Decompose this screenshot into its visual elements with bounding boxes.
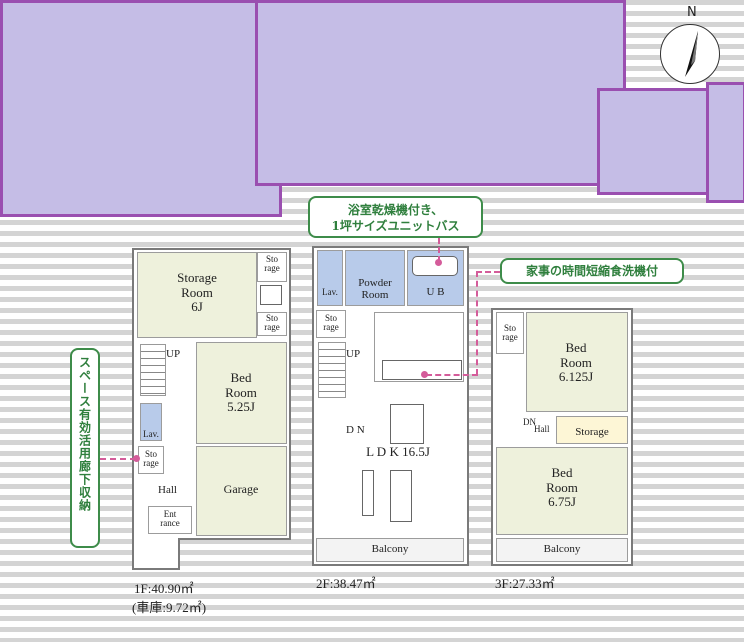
- callout-bath-leader: [438, 238, 440, 262]
- compass-letter: N: [687, 5, 697, 20]
- callout-bath: 浴室乾燥機付き、 1坪サイズユニットバス: [308, 196, 483, 238]
- floor3-balcony: [496, 538, 628, 562]
- callout-storage-dot: [133, 455, 140, 462]
- floor3-bed-room-2-label: Bed Room 6.75J: [546, 465, 578, 510]
- floor1-lav: [140, 403, 162, 441]
- floor1-entrance: [148, 506, 192, 534]
- floor2-area: 2F:38.47㎡: [316, 576, 376, 591]
- floor1-bed-room-label: Bed Room 5.25J: [225, 370, 257, 415]
- floor3-bed-room-1-label: Bed Room 6.125J: [558, 340, 594, 385]
- callout-dishwasher-leader-bottom: [426, 374, 478, 376]
- floor1-storage-under-label: Sto rage: [143, 449, 159, 468]
- floor1-storage-top: [257, 252, 287, 282]
- floor1-entrance-step: [132, 538, 180, 570]
- sofa: [390, 470, 412, 522]
- floor2-stairs: [318, 342, 346, 398]
- tv-stand: [362, 470, 374, 516]
- floor1-entrance-label: Ent rance: [160, 509, 180, 528]
- floor2-lav: [317, 250, 343, 306]
- floor1-storage-room-label: Storage Room 6J: [177, 270, 217, 315]
- floor3-storage-top-label: Sto rage: [502, 323, 518, 342]
- floor1-bed-room: [196, 342, 287, 444]
- dining-table: [390, 404, 424, 444]
- floor2-ub-label: U B: [426, 286, 445, 298]
- site-block-center: [255, 0, 626, 186]
- floor3-hall-label: Hall: [534, 424, 550, 434]
- callout-bath-dot: [435, 259, 442, 266]
- site-block-edge: [706, 82, 744, 203]
- floor3-area: 3F:27.33㎡: [495, 576, 555, 591]
- site-block-right: [597, 88, 714, 195]
- floor1-garage: [196, 446, 287, 536]
- floor2-storage-label: Sto rage: [323, 313, 339, 332]
- compass: [660, 24, 720, 84]
- floor2-balcony: [316, 538, 464, 562]
- floor2-powder-room-label: Powder Room: [358, 277, 392, 302]
- floor3-storage: [556, 416, 628, 444]
- floor1-lav-label: Lav.: [143, 429, 159, 439]
- floor2-lav-label: Lav.: [322, 287, 338, 297]
- callout-dishwasher-dot: [421, 371, 428, 378]
- floor3-bed-room-1: [526, 312, 628, 412]
- floor2-up-label: UP: [346, 348, 361, 360]
- north-arrow-icon: [685, 31, 698, 77]
- floor1-stairs: [140, 344, 166, 396]
- floor2-dn-label: D N: [346, 424, 365, 436]
- floor2-ldk-label: L D K 16.5J: [366, 444, 430, 459]
- washer-icon: [260, 285, 282, 305]
- floor1-up-label: UP: [166, 348, 181, 360]
- floor1-garage-label: Garage: [223, 482, 259, 496]
- floor2-storage: [316, 310, 346, 338]
- callout-storage-under-stairs: スペース有効活用廊下収納: [70, 348, 100, 548]
- callout-dishwasher: 家事の時間短縮食洗機付: [500, 258, 684, 284]
- floor1-area: 1F:40.90㎡: [134, 581, 194, 596]
- floor1-storage-room: [137, 252, 257, 338]
- floor1-storage-top-label: Sto rage: [264, 254, 280, 273]
- callout-storage-under-stairs-text: スペース有効活用廊下収納: [77, 356, 92, 512]
- bathtub-icon: [412, 256, 458, 276]
- callout-dishwasher-leader-top: [476, 271, 500, 273]
- floor3-balcony-label: Balcony: [543, 543, 581, 555]
- floor1-area-garage: (車庫:9.72㎡): [132, 600, 207, 615]
- floor3-dn-label: DN: [523, 417, 536, 427]
- callout-storage-leader: [100, 458, 136, 460]
- floor1-storage-under: [138, 446, 164, 474]
- floor2-balcony-label: Balcony: [371, 543, 409, 555]
- floor1-storage-mid: [257, 312, 287, 336]
- floor2-powder-room: [345, 250, 405, 306]
- callout-dishwasher-leader-vertical: [476, 271, 478, 375]
- floor3-storage-label: Storage: [575, 426, 609, 438]
- floor3-bed-room-2: [496, 447, 628, 535]
- floor1-hall-label: Hall: [158, 484, 177, 496]
- floor1-storage-mid-label: Sto rage: [264, 313, 280, 332]
- floor3-storage-top: [496, 312, 524, 354]
- site-block-left: [0, 0, 282, 217]
